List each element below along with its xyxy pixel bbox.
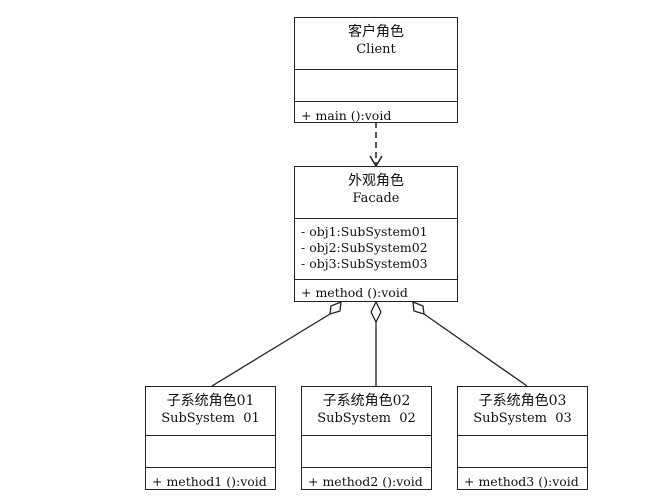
client-attributes [295, 69, 457, 101]
subsystem02-operation: + method2 ():void [308, 474, 423, 489]
subsystem01-operations: + method1 ():void [146, 467, 275, 494]
facade-operation: + method ():void [301, 285, 408, 300]
facade-name-cn: 外观角色 [348, 173, 404, 189]
subsystem01-title: 子系统角色01 SubSystem 01 [146, 387, 275, 435]
subsystem03-attributes [458, 435, 587, 467]
client-name-en: Client [356, 42, 396, 57]
subsystem03-operation: + method3 ():void [464, 474, 579, 489]
subsystem02-title: 子系统角色02 SubSystem 02 [302, 387, 431, 435]
subsystem02-operations: + method2 ():void [302, 467, 431, 494]
facade-title: 外观角色 Facade [295, 167, 457, 218]
subsystem02-name-cn: 子系统角色02 [322, 393, 411, 409]
subsystem01-name-en: SubSystem 01 [161, 411, 260, 426]
aggregation-diamond-subsystem03 [412, 300, 425, 315]
client-class: 客户角色 Client + main ():void [294, 17, 458, 123]
subsystem01-class: 子系统角色01 SubSystem 01 + method1 ():void [145, 386, 276, 490]
facade-attribute: - obj2:SubSystem02 [301, 240, 428, 255]
subsystem02-name-en: SubSystem 02 [317, 411, 416, 426]
subsystem01-name-cn: 子系统角色01 [166, 393, 255, 409]
facade-attributes: - obj1:SubSystem01 - obj2:SubSystem02 - … [295, 218, 457, 279]
client-operation: + main ():void [301, 108, 392, 123]
subsystem01-operation: + method1 ():void [152, 474, 267, 489]
subsystem03-title: 子系统角色03 SubSystem 03 [458, 387, 587, 435]
subsystem02-class: 子系统角色02 SubSystem 02 + method2 ():void [301, 386, 432, 490]
subsystem03-operations: + method3 ():void [458, 467, 587, 494]
aggregation-line-subsystem01 [211, 313, 331, 387]
subsystem03-name-en: SubSystem 03 [473, 411, 572, 426]
subsystem02-attributes [302, 435, 431, 467]
subsystem01-attributes [146, 435, 275, 467]
facade-attribute: - obj1:SubSystem01 [301, 224, 428, 239]
aggregation-diamond-subsystem01 [329, 300, 342, 315]
facade-attribute: - obj3:SubSystem03 [301, 256, 428, 271]
client-operations: + main ():void [295, 101, 457, 128]
subsystem03-class: 子系统角色03 SubSystem 03 + method3 ():void [457, 386, 588, 490]
subsystem03-name-cn: 子系统角色03 [478, 393, 567, 409]
client-name-cn: 客户角色 [348, 24, 404, 40]
aggregation-diamond-subsystem02 [370, 300, 382, 324]
facade-operations: + method ():void [295, 279, 457, 306]
facade-name-en: Facade [352, 191, 400, 206]
facade-class: 外观角色 Facade - obj1:SubSystem01 - obj2:Su… [294, 166, 458, 302]
aggregation-line-subsystem03 [423, 313, 528, 387]
client-title: 客户角色 Client [295, 18, 457, 69]
